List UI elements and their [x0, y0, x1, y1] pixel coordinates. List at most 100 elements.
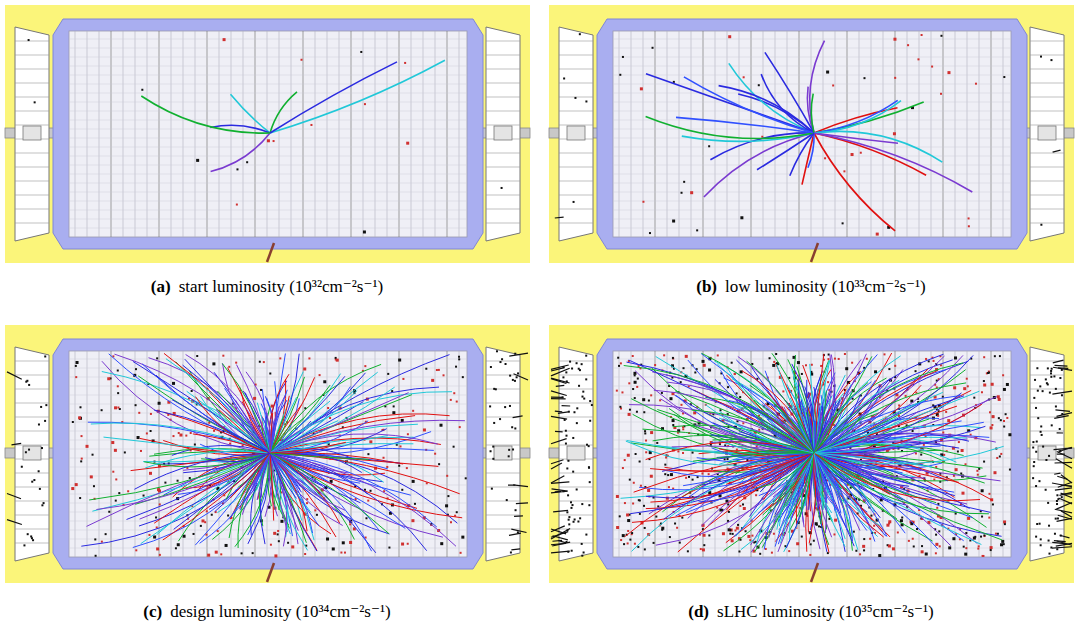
hit	[568, 523, 570, 525]
grid-line	[171, 31, 172, 237]
hit	[45, 404, 47, 406]
endcap-segment	[559, 417, 593, 418]
hit	[863, 538, 865, 540]
hit	[140, 450, 142, 452]
endcap-segment	[1030, 41, 1064, 42]
grid-line	[147, 31, 148, 237]
hit	[260, 389, 262, 391]
grid-line	[619, 31, 620, 237]
hit	[661, 529, 663, 531]
hit	[743, 507, 746, 510]
particle-track	[814, 131, 942, 162]
background	[549, 5, 1074, 263]
hit	[633, 482, 635, 484]
hit	[1045, 459, 1047, 461]
hit	[114, 406, 117, 409]
hit	[724, 458, 726, 460]
hit	[631, 532, 633, 534]
hit	[990, 426, 993, 429]
hit	[509, 405, 511, 407]
hit	[453, 392, 455, 394]
hit	[582, 391, 584, 393]
hit	[111, 441, 114, 444]
grid-line	[69, 210, 467, 211]
hit	[149, 472, 152, 475]
grid-line	[387, 351, 388, 557]
endcap-segment	[15, 445, 49, 446]
hit	[579, 517, 581, 519]
hit	[639, 461, 641, 463]
endcap-segment	[486, 153, 520, 154]
hit	[1056, 503, 1058, 505]
hit	[1048, 553, 1050, 555]
calorimeter-spike	[513, 485, 528, 487]
grid-line	[883, 351, 884, 557]
endcap-segment	[559, 111, 593, 112]
endcap-segment	[15, 487, 49, 488]
hit	[1055, 518, 1057, 520]
hit	[423, 428, 426, 431]
hit	[629, 479, 631, 481]
hit	[701, 473, 703, 475]
hit	[676, 527, 678, 529]
hit	[589, 481, 591, 483]
hit	[200, 525, 202, 527]
hit	[999, 355, 1001, 357]
particle-track	[237, 365, 271, 453]
grid-line	[613, 219, 1011, 220]
endcap-segment	[15, 83, 49, 84]
grid-line	[631, 31, 632, 237]
particle-track	[270, 453, 317, 551]
hit	[159, 503, 161, 505]
particle-track	[91, 423, 270, 453]
hit	[438, 369, 440, 371]
hit	[517, 372, 519, 374]
hit	[797, 361, 800, 364]
endcap-segment	[15, 473, 49, 474]
hit	[75, 365, 77, 367]
hit	[563, 77, 565, 79]
hit	[412, 410, 414, 412]
hit	[967, 385, 969, 387]
hit	[241, 552, 243, 554]
particle-track	[133, 361, 270, 453]
grid-line	[69, 156, 467, 157]
hit	[135, 404, 137, 406]
endcap-segment	[15, 515, 49, 516]
hit	[682, 426, 684, 428]
hit	[749, 539, 751, 541]
barrel-outer	[53, 19, 483, 249]
hit	[367, 500, 369, 502]
hit	[436, 369, 438, 371]
grid-line	[907, 31, 908, 237]
hit	[228, 366, 230, 368]
hit	[981, 489, 984, 492]
hit	[656, 442, 658, 444]
hit	[939, 545, 941, 547]
hit	[1036, 523, 1038, 525]
hit	[1032, 477, 1034, 479]
grid-line	[243, 351, 244, 557]
endcap-segment	[486, 69, 520, 70]
hit	[246, 161, 248, 163]
particle-track	[270, 453, 462, 518]
endcap-segment	[15, 97, 49, 98]
hit	[277, 533, 279, 535]
particle-track	[270, 60, 445, 133]
hit	[1051, 424, 1053, 426]
hit	[981, 516, 983, 518]
endcap-segment	[15, 223, 49, 224]
hit	[992, 416, 994, 418]
grid-line	[69, 147, 467, 148]
particle-track	[270, 453, 307, 531]
grid-line	[69, 183, 467, 184]
hit	[1037, 417, 1039, 419]
hit	[739, 396, 741, 398]
hit	[818, 525, 820, 527]
hit	[364, 365, 366, 367]
hit	[23, 544, 25, 546]
endcap-segment	[1030, 167, 1064, 168]
grid-line	[931, 31, 932, 237]
hit	[1056, 494, 1058, 496]
hit	[773, 361, 775, 363]
